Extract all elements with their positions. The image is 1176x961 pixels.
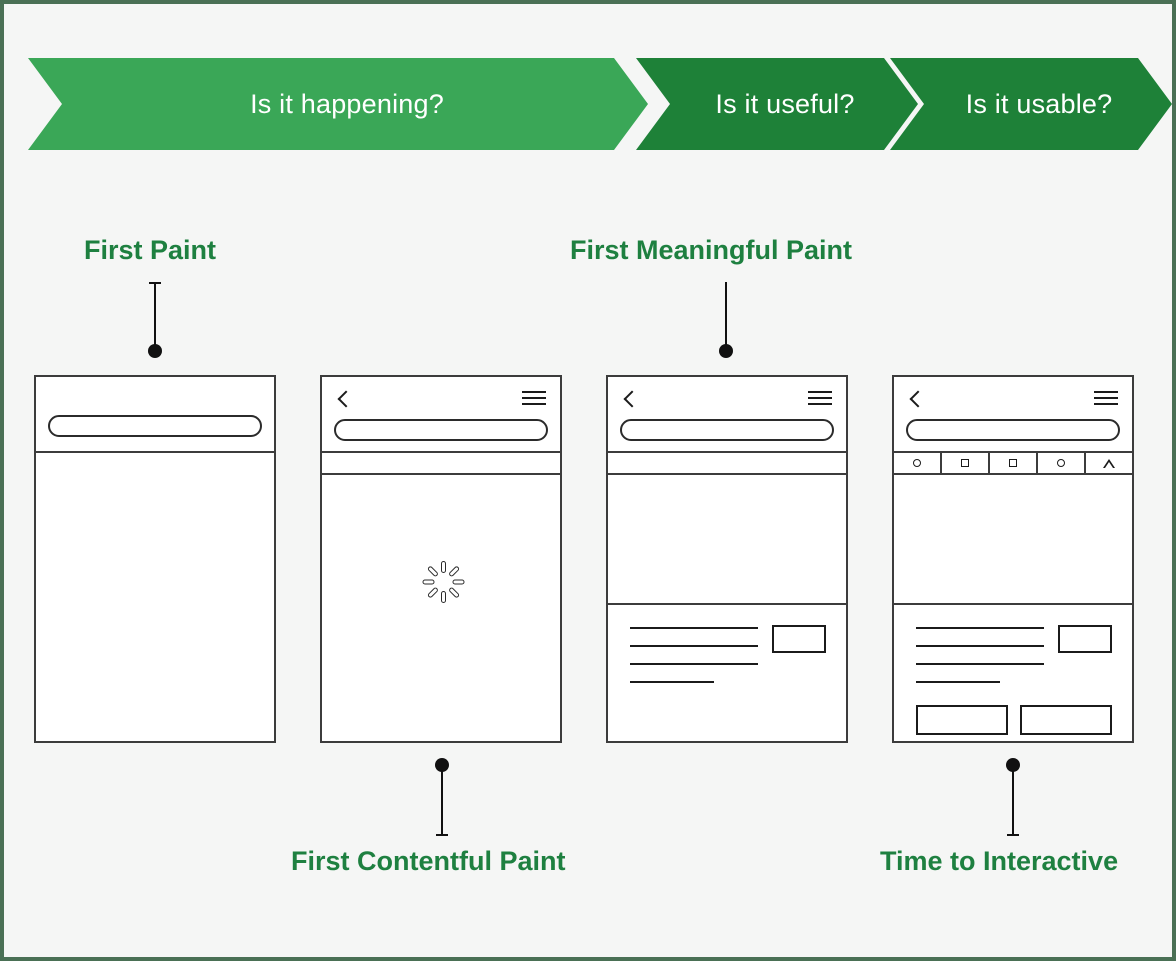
toolbar-item-5[interactable] [1086, 453, 1132, 473]
toolbar-strip [322, 453, 560, 475]
toolbar-item-3[interactable] [990, 453, 1038, 473]
text-line [630, 681, 714, 683]
url-bar[interactable] [620, 419, 834, 441]
connector-stem [725, 282, 727, 352]
metric-label-first-paint: First Paint [84, 235, 217, 265]
metric-label-time-to-interactive: Time to Interactive [880, 846, 1119, 876]
action-button-right[interactable] [1020, 705, 1112, 735]
image-placeholder-box [772, 625, 826, 653]
text-placeholder-lines [630, 627, 758, 699]
text-line [916, 645, 1044, 647]
connector-time-to-interactive [1006, 758, 1020, 836]
section-divider [608, 603, 846, 605]
page-content-area [894, 475, 1132, 739]
triangle-icon [1103, 458, 1115, 468]
connector-first-meaningful-paint [719, 282, 733, 358]
loading-spinner-icon [420, 559, 466, 605]
connector-dot [719, 344, 733, 358]
connector-stem [441, 764, 443, 836]
metric-label-first-meaningful-paint: First Meaningful Paint [570, 235, 853, 265]
browser-chrome [894, 377, 1132, 453]
metric-label-first-contentful-paint: First Contentful Paint [291, 846, 566, 876]
connector-stem [1012, 764, 1014, 836]
square-icon [961, 459, 969, 467]
back-icon[interactable] [336, 389, 350, 409]
circle-icon [1057, 459, 1065, 467]
toolbar-strip [608, 453, 846, 475]
connector-stem [154, 282, 156, 352]
phone-mockup-first-contentful-paint [320, 375, 562, 743]
page-content-area [322, 475, 560, 739]
back-icon[interactable] [622, 389, 636, 409]
toolbar-item-1[interactable] [894, 453, 942, 473]
connector-first-contentful-paint [435, 758, 449, 836]
browser-chrome [608, 377, 846, 453]
text-line [630, 663, 758, 665]
url-bar[interactable] [906, 419, 1120, 441]
toolbar-item-4[interactable] [1038, 453, 1086, 473]
phase-label: Is it happening? [250, 88, 444, 119]
text-placeholder-lines [916, 627, 1044, 699]
back-icon[interactable] [908, 389, 922, 409]
action-button-left[interactable] [916, 705, 1008, 735]
url-bar[interactable] [334, 419, 548, 441]
square-icon [1009, 459, 1017, 467]
connector-cap [1007, 834, 1019, 836]
phone-mockup-first-meaningful-paint [606, 375, 848, 743]
phone-mockup-time-to-interactive [892, 375, 1134, 743]
phase-label: Is it usable? [965, 88, 1113, 119]
section-divider [894, 603, 1132, 605]
app-toolbar[interactable] [894, 453, 1132, 475]
text-line [630, 645, 758, 647]
browser-chrome [322, 377, 560, 453]
hamburger-menu-icon[interactable] [808, 391, 832, 407]
text-line [916, 627, 1044, 629]
hamburger-menu-icon[interactable] [522, 391, 546, 407]
image-placeholder-box [1058, 625, 1112, 653]
connector-dot [148, 344, 162, 358]
phone-mockup-first-paint [34, 375, 276, 743]
hamburger-menu-icon[interactable] [1094, 391, 1118, 407]
phase-segment-is-it-useful[interactable]: Is it useful? [636, 58, 918, 150]
connector-cap [436, 834, 448, 836]
browser-chrome [36, 377, 274, 453]
text-line [916, 663, 1044, 665]
page-content-area [608, 475, 846, 739]
connector-first-paint [148, 282, 162, 358]
url-bar[interactable] [48, 415, 262, 437]
page-content-area [36, 453, 274, 741]
circle-icon [913, 459, 921, 467]
text-line [916, 681, 1000, 683]
phase-segment-is-it-happening[interactable]: Is it happening? [28, 58, 648, 150]
page-load-phases-banner: Is it happening? Is it useful? Is it usa… [28, 58, 1172, 150]
toolbar-item-2[interactable] [942, 453, 990, 473]
phase-segment-is-it-usable[interactable]: Is it usable? [890, 58, 1172, 150]
text-line [630, 627, 758, 629]
phase-label: Is it useful? [715, 88, 855, 119]
